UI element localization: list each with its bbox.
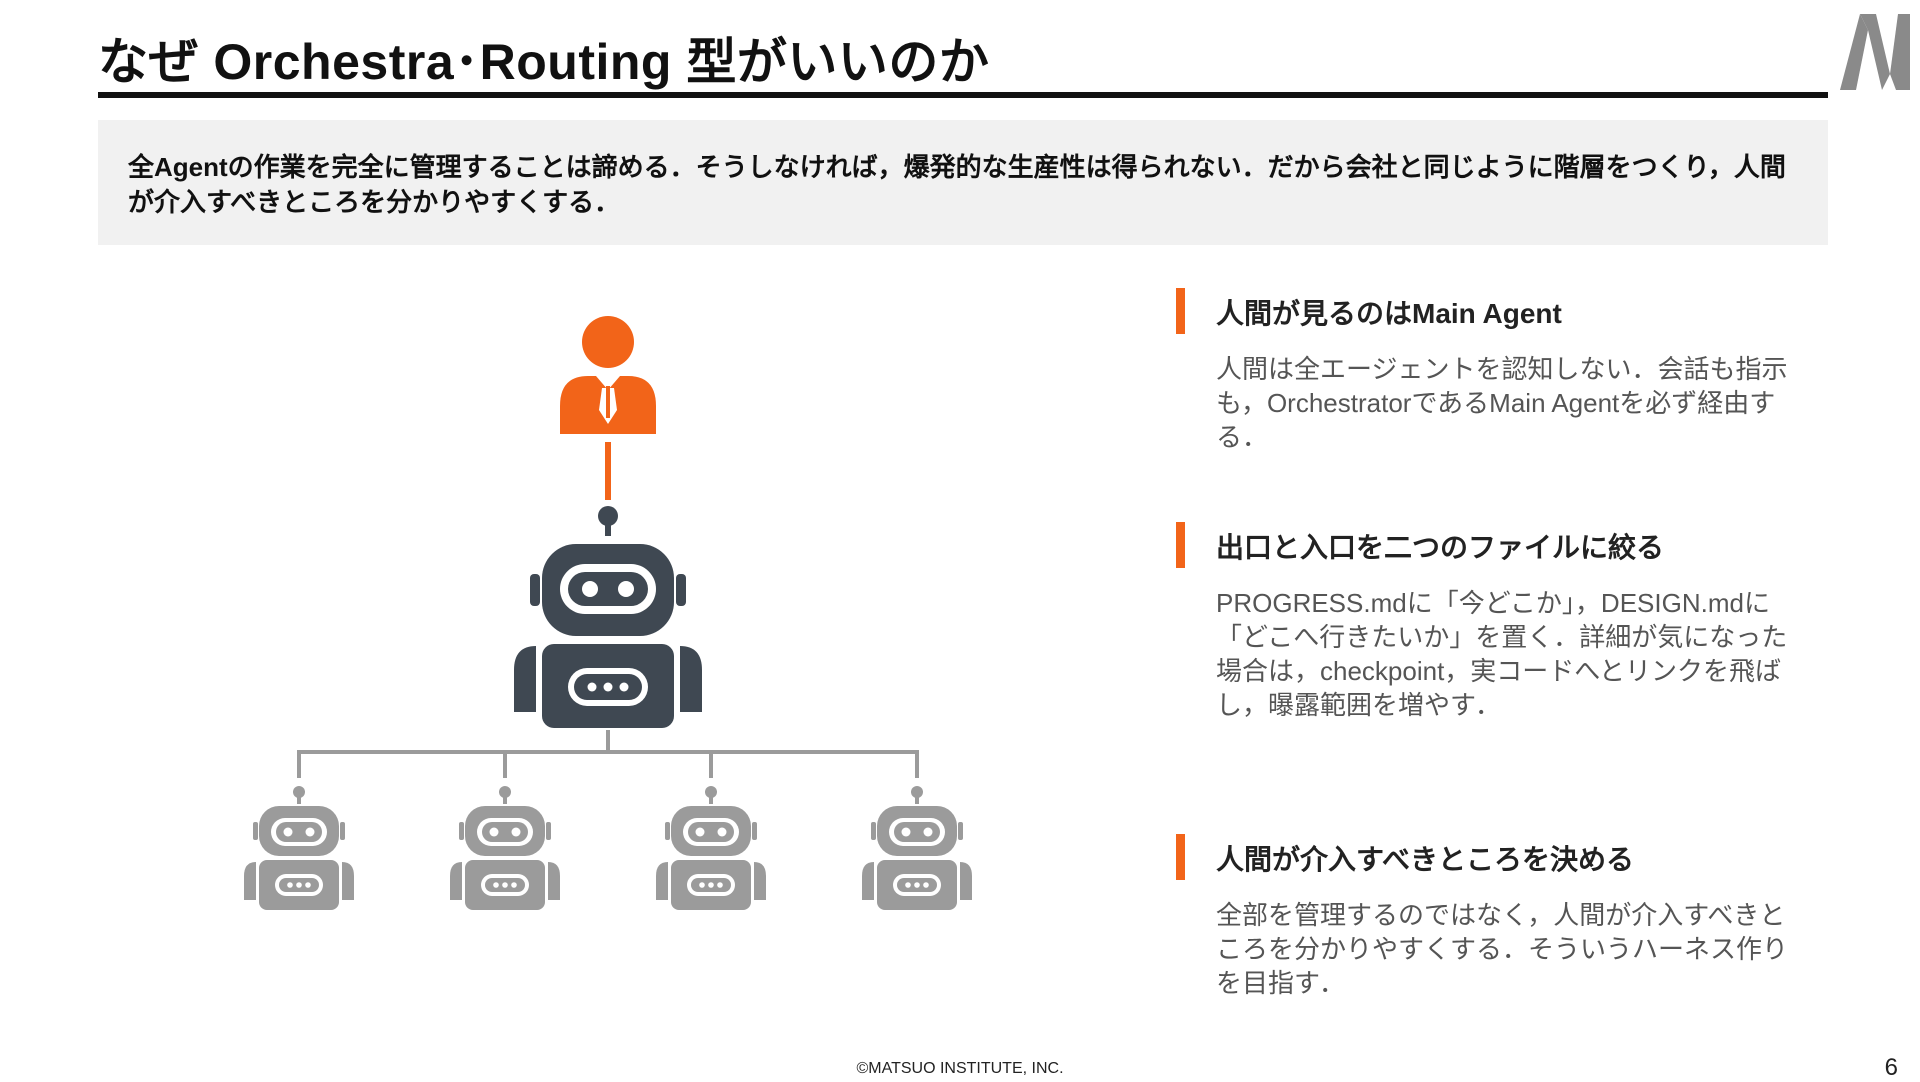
accent-bar — [1176, 522, 1185, 568]
point-body: 人間は全エージェントを認知しない．会話も指示も，OrchestratorであるM… — [1216, 354, 1788, 452]
sub-agent-robot-icon — [862, 786, 972, 910]
accent-bar — [1176, 288, 1185, 334]
tree-connectors — [297, 730, 919, 778]
sub-agents — [244, 786, 972, 910]
matsuo-logo-icon — [1840, 14, 1910, 90]
summary-text: 全Agentの作業を完全に管理することは諦める．そうしなければ，爆発的な生産性は… — [128, 152, 1786, 217]
accent-bar — [1176, 834, 1185, 880]
summary-box: 全Agentの作業を完全に管理することは諦める．そうしなければ，爆発的な生産性は… — [98, 120, 1828, 245]
sub-agent-robot-icon — [450, 786, 560, 910]
title-divider — [98, 92, 1828, 98]
human-icon — [560, 316, 656, 434]
footer-copyright: ©MATSUO INSTITUTE, INC. — [856, 1060, 1064, 1077]
main-agent-robot-icon — [514, 506, 702, 728]
point-body: PROGRESS.mdに「今どこか」，DESIGN.mdに「どこへ行きたいか」を… — [1216, 588, 1788, 720]
hierarchy-diagram — [244, 316, 972, 910]
slide-title: なぜ Orchestra･Routing 型がいいのか — [98, 34, 990, 90]
point-heading: 出口と入口を二つのファイルに絞る — [1216, 532, 1665, 563]
page-number: 6 — [1884, 1054, 1898, 1081]
sub-agent-robot-icon — [656, 786, 766, 910]
point-heading: 人間が介入すべきところを決める — [1216, 844, 1635, 875]
sub-agent-robot-icon — [244, 786, 354, 910]
point-body: 全部を管理するのではなく，人間が介入すべきところを分かりやすくする．そういうハー… — [1216, 900, 1789, 998]
point-heading: 人間が見るのはMain Agent — [1216, 298, 1562, 329]
